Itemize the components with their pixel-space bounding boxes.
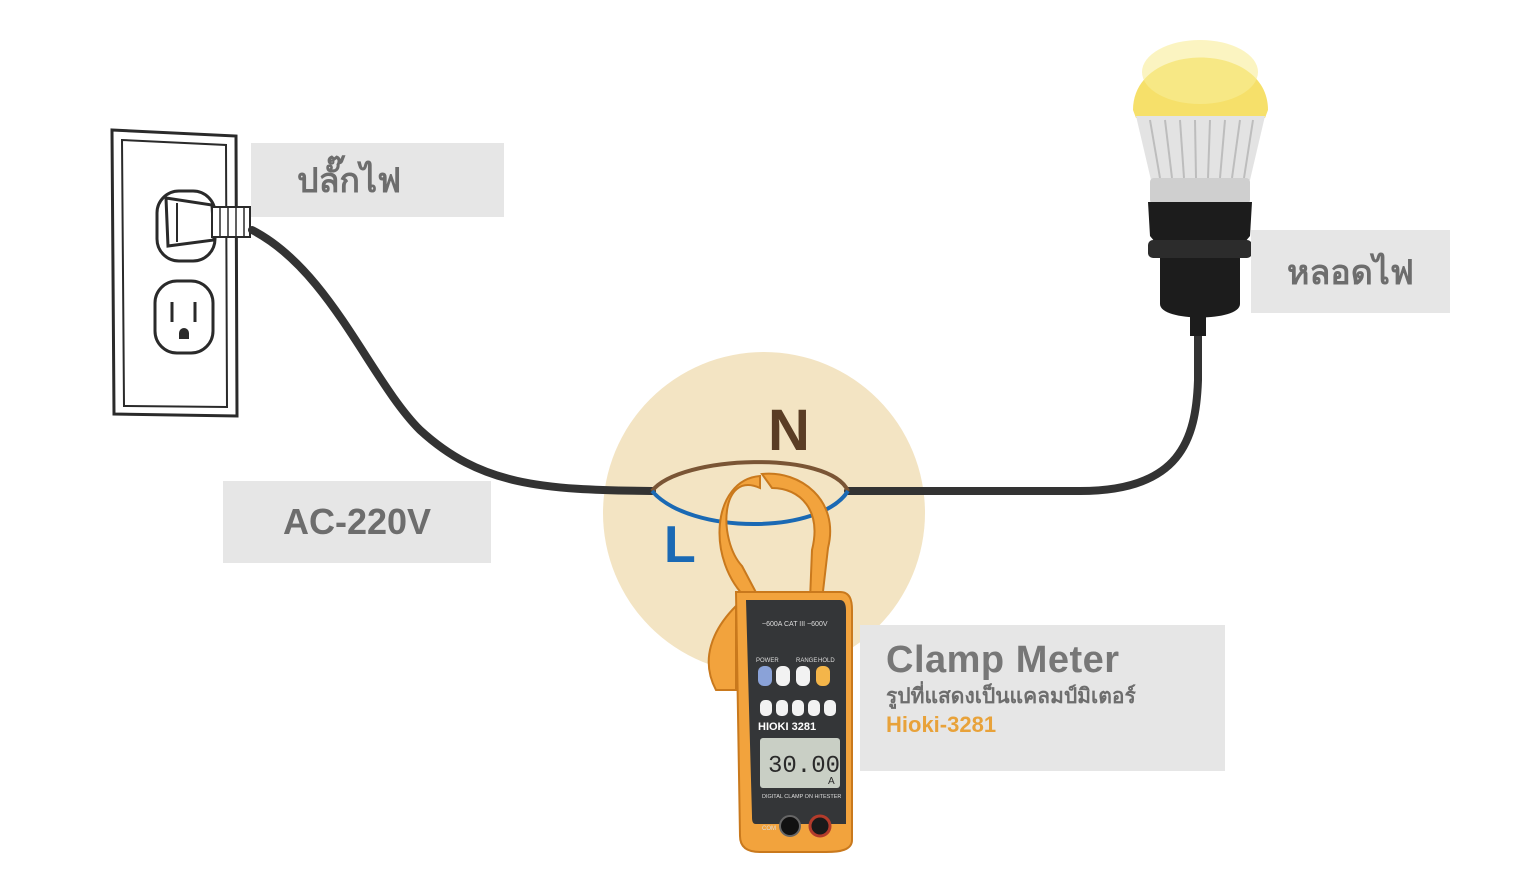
live-label: L [664,516,696,574]
meter-rating: ~600A CAT III ~600V [762,621,828,628]
clamp-meter-caption: Clamp Meter รูปที่แสดงเป็นแคลมป์มิเตอร์ … [860,625,1225,771]
meter-display-unit: A [828,776,835,787]
plug-label: ปลั๊กไฟ [251,143,504,217]
cable-right [844,328,1202,495]
light-bulb [1133,40,1268,336]
svg-text:POWER: POWER [756,658,779,664]
cable-left [248,226,656,495]
clamp-meter-device: ~600A CAT III ~600V POWER RANGE HOLD HIO… [707,472,853,853]
live-wire [650,489,850,526]
svg-text:HOLD: HOLD [818,658,835,664]
wall-outlet [110,128,239,418]
plug [164,196,251,248]
neutral-label: N [768,398,810,463]
svg-text:RANGE: RANGE [796,658,817,664]
meter-model: Hioki-3281 [886,712,997,737]
meter-footer: DIGITAL CLAMP ON HiTESTER [762,794,841,800]
neutral-wire [650,460,850,493]
meter-brand: HIOKI 3281 [758,721,816,733]
meter-title: Clamp Meter [886,639,1120,681]
meter-display-reading: 30.00 [768,753,840,780]
svg-text:COM: COM [762,826,776,832]
bulb-label: หลอดไฟ [1251,230,1450,313]
voltage-label: AC-220V [223,481,491,563]
meter-description: รูปที่แสดงเป็นแคลมป์มิเตอร์ [886,684,1136,708]
